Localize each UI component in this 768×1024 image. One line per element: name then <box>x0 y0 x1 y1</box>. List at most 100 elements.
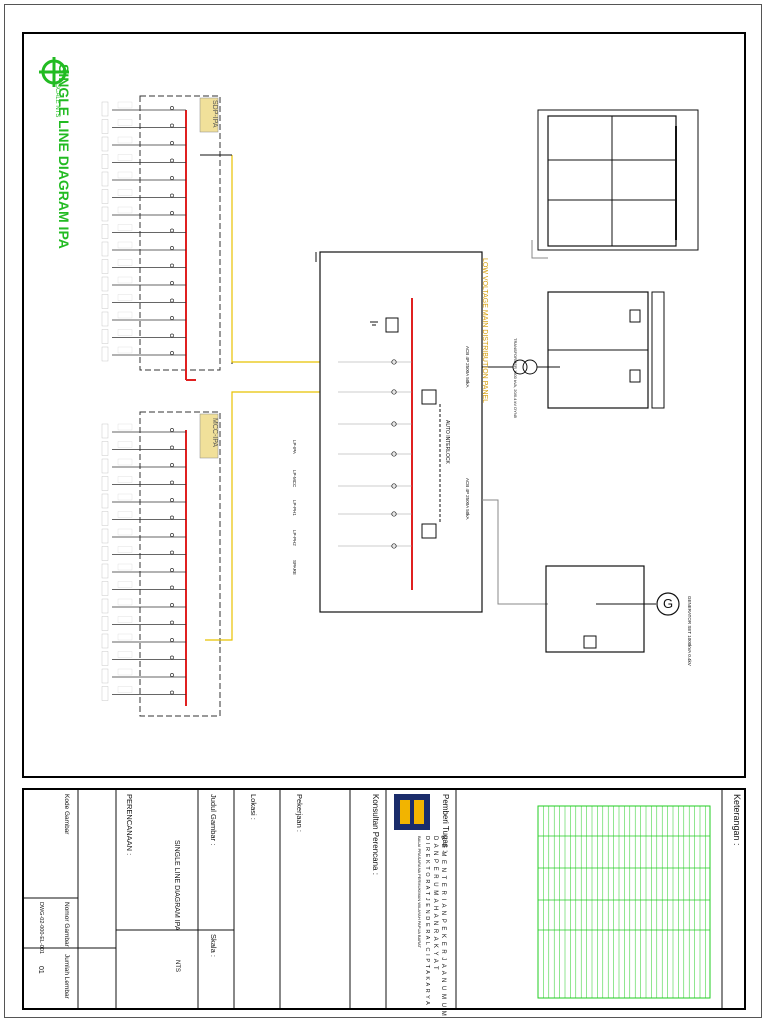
mcc-feeder-tag <box>101 686 109 701</box>
mcc-feeder-text-block <box>117 476 133 483</box>
skala-value: NTS <box>174 960 180 972</box>
sdp-feeder-tag <box>101 171 109 187</box>
mcc-feeder-text-block <box>117 581 133 588</box>
mcc-breaker-icon <box>170 655 174 660</box>
yellow-feeders <box>200 154 320 641</box>
sdp-feeder-text-block <box>117 311 133 319</box>
mcc-breaker-icon <box>170 673 174 677</box>
lvmdp-breaker-icon <box>391 389 397 395</box>
north-logo-icon <box>39 57 69 87</box>
grey-links <box>482 240 548 605</box>
mv-cubicle-panel <box>537 109 699 251</box>
agency-line-1: K E M E N T E R I A N P E K E R J A A N … <box>440 836 446 1017</box>
mcc-breaker-icon <box>170 463 174 467</box>
sdp-feeder-tag <box>101 224 109 239</box>
mcc-feeder-tag <box>101 563 109 579</box>
sdp-feeder-text-block <box>117 206 133 214</box>
mcc-panel <box>139 411 221 717</box>
title-block-frame <box>22 788 746 1010</box>
sdp-feeder-tag <box>101 259 109 274</box>
lvmdp-breaker-icon <box>391 483 397 489</box>
lokasi-label: Lokasi : <box>249 794 258 820</box>
sdp-breaker-icon <box>170 298 174 303</box>
agency-line-3: D I R E K T O R A T J E N D E R A L C I … <box>424 836 430 1006</box>
mcc-feeder-tag <box>101 528 109 544</box>
generator-icon <box>656 592 680 616</box>
sdp-breaker-icon <box>170 246 174 250</box>
sdp-breaker-icon <box>170 333 174 338</box>
legend-outline <box>537 805 711 999</box>
genset-panel <box>545 565 656 653</box>
mcc-breaker-icon <box>170 690 174 695</box>
mcc-breaker-icon <box>170 568 174 572</box>
mcc-breaker-icon <box>170 585 174 590</box>
sdp-feeder-text-block <box>117 119 133 126</box>
nomor-gambar-label: Nomor Gambar <box>63 902 70 947</box>
mcc-feeder-tag <box>101 633 109 649</box>
mcc-feeder-tag <box>101 493 109 509</box>
sdp-breaker-icon <box>170 316 174 320</box>
sdp-feeder-text-block <box>117 154 133 161</box>
sdp-feeder-text-block <box>117 276 133 284</box>
mcc-feeder-tag <box>101 668 109 684</box>
sdp-feeder-tag <box>101 189 109 204</box>
mcc-feeder-text-block <box>117 668 133 676</box>
mcc-breaker-icon <box>170 498 174 502</box>
sdp-breaker-icon <box>170 193 174 198</box>
konsultan-label: Konsultan Perencana : <box>371 794 380 875</box>
sdp-feeder-group <box>101 101 186 362</box>
mcc-breaker-icon <box>170 445 174 450</box>
mcc-feeder-text-block <box>117 686 133 693</box>
pupr-logo-icon <box>394 794 430 830</box>
sheet-border <box>4 4 762 1018</box>
mcc-feeder-text-block <box>117 511 133 518</box>
sdp-breaker-icon <box>170 228 174 233</box>
sdp-feeder-tag <box>101 294 109 309</box>
mcc-feeder-tag <box>101 441 109 456</box>
sdp-breaker-icon <box>170 141 174 145</box>
mcc-feeder-group <box>101 423 186 701</box>
mcc-feeder-text-block <box>117 651 133 658</box>
sdp-feeder-tag <box>101 206 109 222</box>
sdp-feeder-tag <box>101 276 109 292</box>
mcc-feeder-tag <box>101 423 109 439</box>
mcc-feeder-tag <box>101 581 109 596</box>
sdp-feeder-tag <box>101 241 109 257</box>
mcc-feeder-tag <box>101 598 109 614</box>
mcc-breaker-icon <box>170 638 174 642</box>
agency-line-2: D A N P E R U M A H A N R A K Y A T <box>432 836 438 971</box>
mcc-breaker-icon <box>170 428 174 432</box>
mcc-feeder-text-block <box>117 423 133 431</box>
mcc-breaker-icon <box>170 533 174 537</box>
lvmdp-breaker-icon <box>391 451 397 457</box>
sdp-breaker-icon <box>170 158 174 163</box>
sdp-breaker-icon <box>170 176 174 180</box>
mcc-feeder-text-block <box>117 458 133 466</box>
sdp-feeder-text-block <box>117 189 133 196</box>
sdp-feeder-text-block <box>117 346 133 354</box>
sdp-feeder-tag <box>101 329 109 344</box>
sdp-feeder-text-block <box>117 101 133 109</box>
mcc-feeder-tag <box>101 476 109 491</box>
lvmdp-breaker-icon <box>391 511 397 517</box>
skala-label: Skala : <box>209 934 218 957</box>
genset-symbol: G <box>663 596 674 611</box>
mcc-feeder-text-block <box>117 598 133 606</box>
sdp-feeder-text-block <box>117 171 133 179</box>
mcc-feeder-tag <box>101 511 109 526</box>
nomor-gambar-value: DWG-02-000-EL-001 <box>38 902 44 954</box>
sdp-feeder-tag <box>101 119 109 134</box>
mcc-feeder-text-block <box>117 493 133 501</box>
sdp-breaker-icon <box>170 351 174 355</box>
mcc-feeder-text-block <box>117 616 133 623</box>
mcc-feeder-text-block <box>117 441 133 448</box>
jumlah-lembar-label: Jumlah Lembar <box>63 954 70 999</box>
jumlah-lembar-value: 01 <box>37 966 44 974</box>
sdp-breaker-icon <box>170 211 174 215</box>
sdp-feeder-tag <box>101 346 109 362</box>
mcc-breaker-icon <box>170 515 174 520</box>
perencanaan-label: PERENCANAAN : <box>125 794 134 856</box>
pekerjaan-label: Pekerjaan : <box>295 794 304 832</box>
